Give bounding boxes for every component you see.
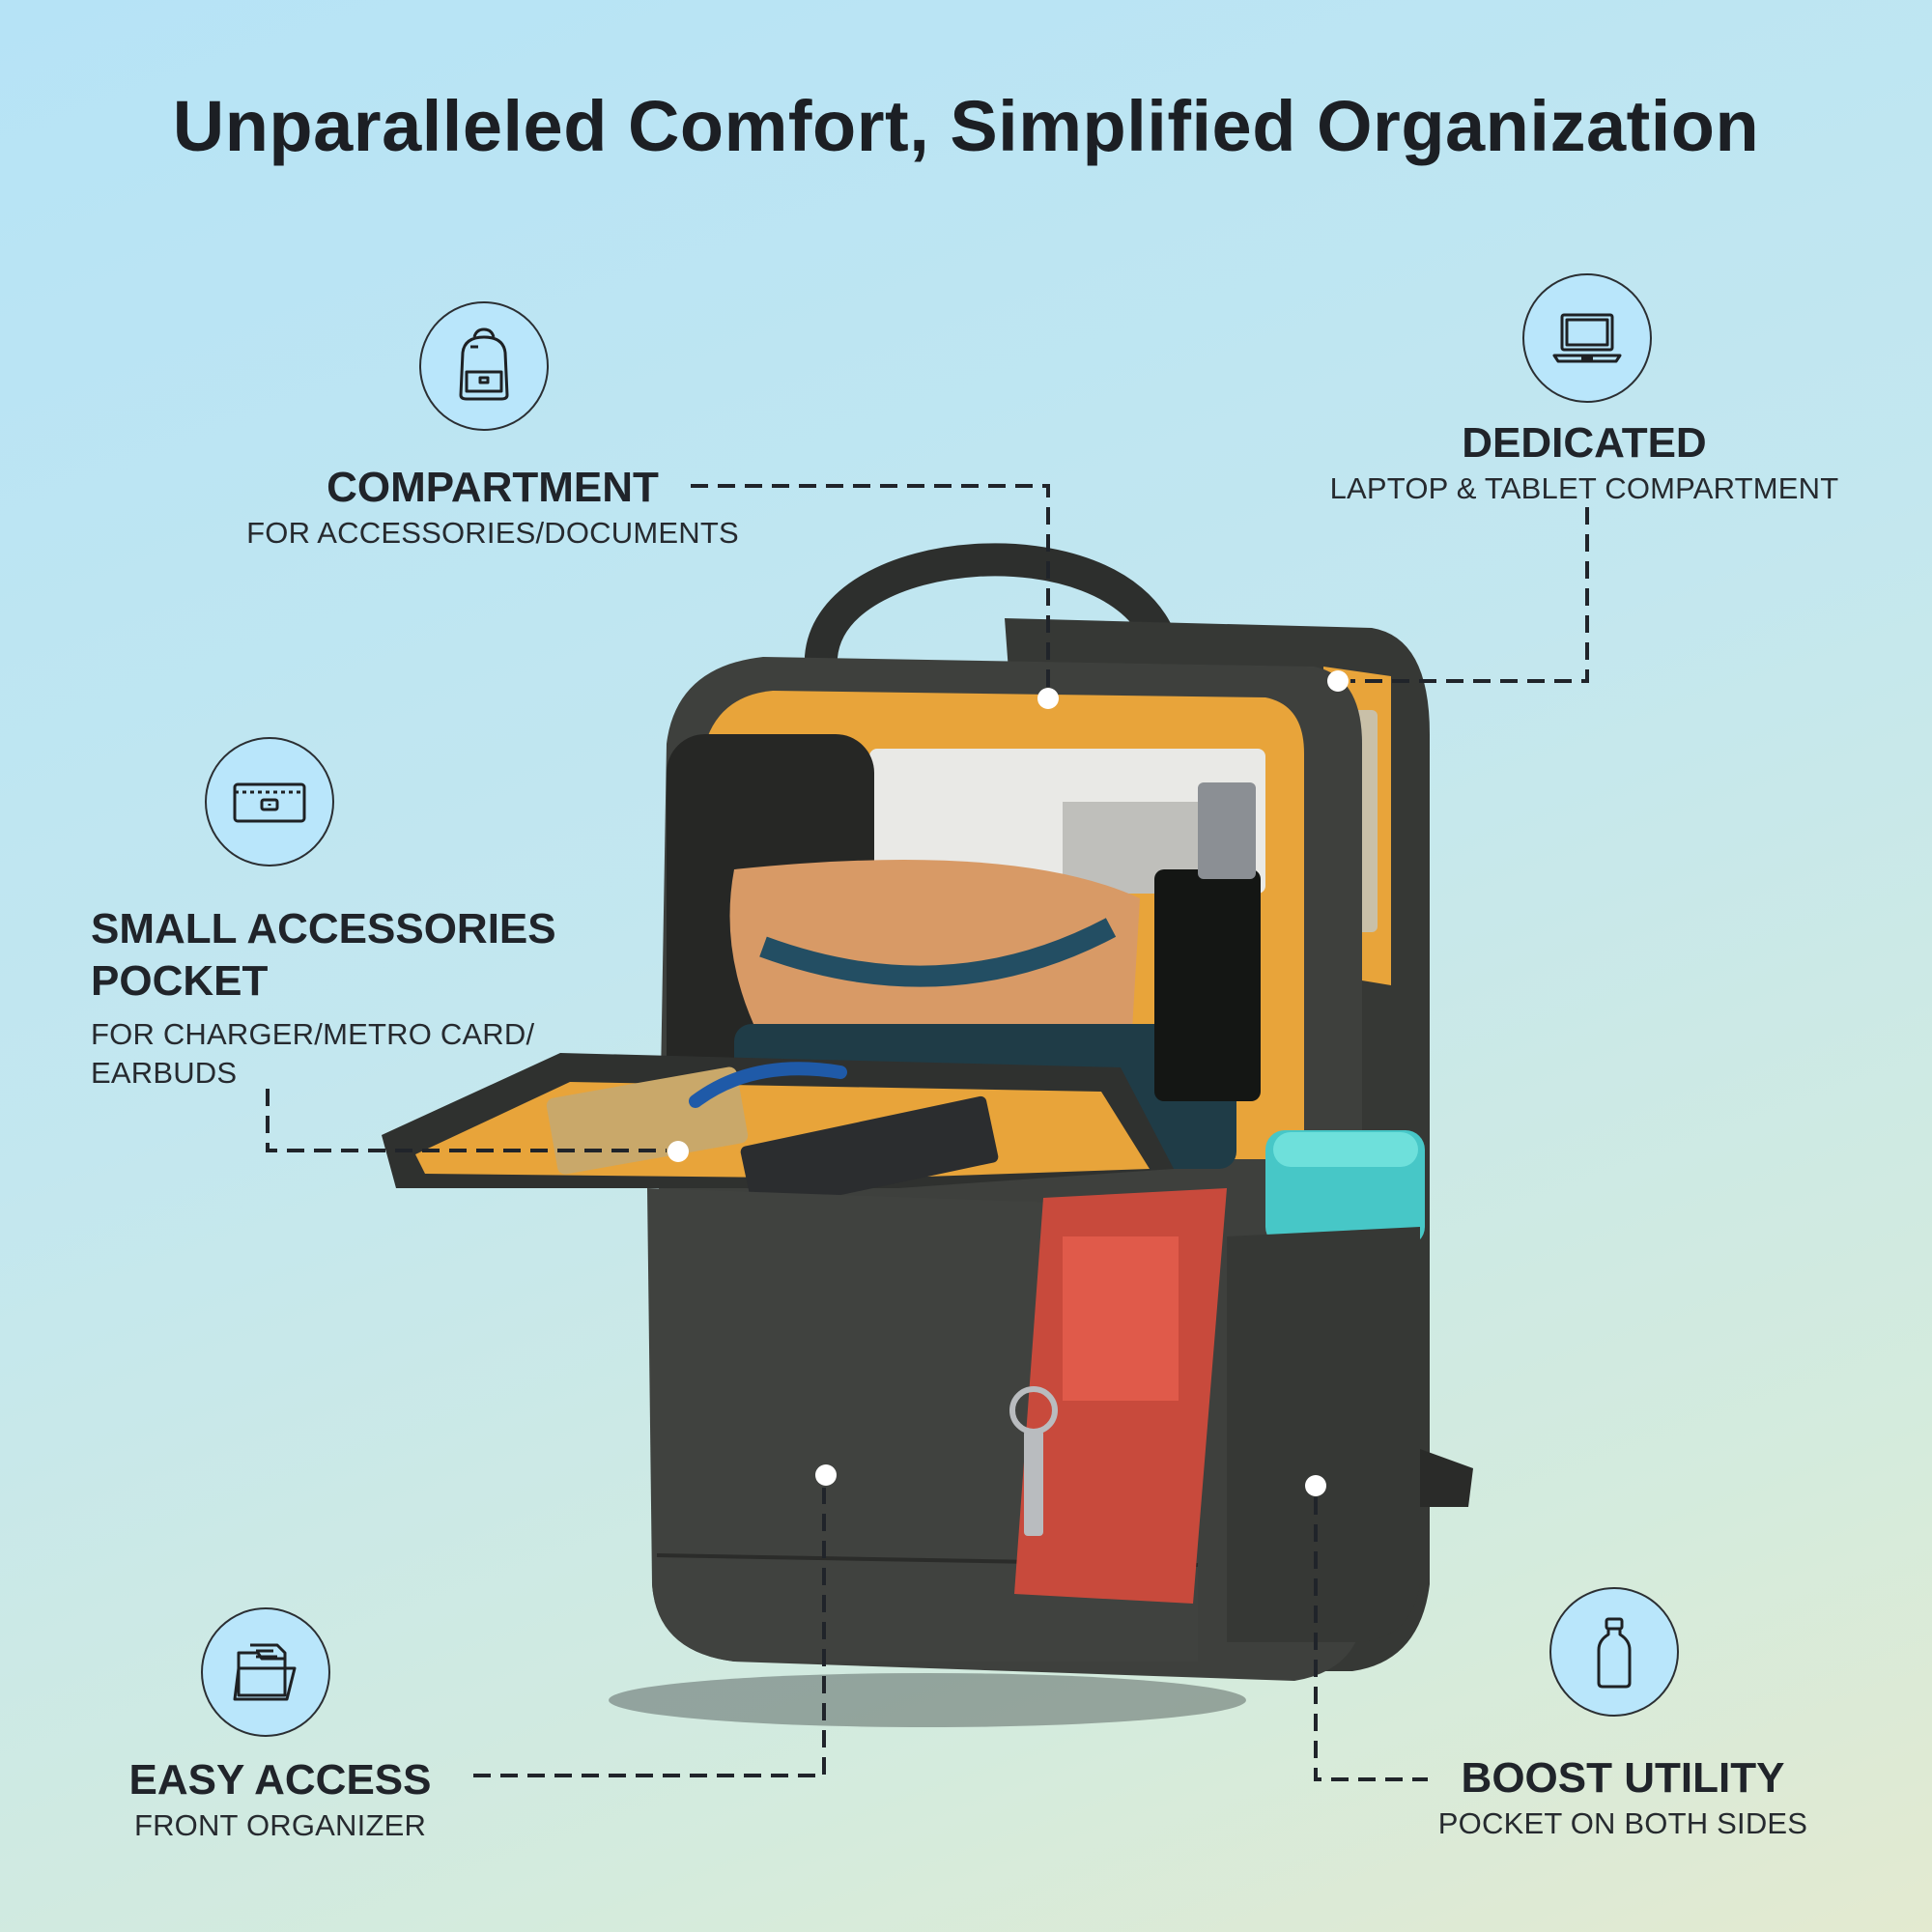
pouch-icon (233, 782, 306, 823)
dedicated-icon-badge (1522, 273, 1652, 403)
small-pocket-heading-line1: SMALL ACCESSORIES (91, 905, 556, 952)
boost-utility-subtitle: POCKET ON BOTH SIDES (1437, 1806, 1808, 1840)
easy-access-heading: EASY ACCESS (128, 1756, 432, 1804)
feature-boost-utility: BOOST UTILITY POCKET ON BOTH SIDES (1401, 1752, 1845, 1843)
boost-utility-heading: BOOST UTILITY (1461, 1754, 1785, 1802)
feature-compartment: COMPARTMENT FOR ACCESSORIES/DOCUMENTS (222, 462, 763, 553)
side-pocket (1227, 1227, 1420, 1642)
laptop-icon (1552, 313, 1622, 363)
small-pocket-icon-badge (205, 737, 334, 867)
marker-dot-small-pocket (668, 1141, 689, 1162)
easy-access-subtitle: FRONT ORGANIZER (133, 1808, 427, 1842)
notebook (740, 1095, 999, 1213)
shoulder-strap (1420, 1449, 1473, 1507)
feature-easy-access: EASY ACCESS FRONT ORGANIZER (106, 1754, 454, 1845)
dedicated-subtitle: LAPTOP & TABLET COMPARTMENT (1329, 471, 1839, 505)
small-pocket-heading-line2: POCKET (91, 957, 269, 1005)
marker-dot-easy-access (815, 1464, 837, 1486)
bottle-icon (1597, 1617, 1632, 1689)
small-pocket-subtitle-line2: EARBUDS (91, 1056, 238, 1090)
compartment-heading: COMPARTMENT (327, 464, 659, 511)
boost-utility-icon-badge (1549, 1587, 1679, 1717)
dedicated-heading: DEDICATED (1462, 419, 1707, 467)
easy-access-icon-badge (201, 1607, 330, 1737)
backpack-icon (459, 327, 509, 401)
compartment-icon-badge (419, 301, 549, 431)
sunglasses (689, 1062, 847, 1108)
feature-small-accessories-pocket: SMALL ACCESSORIES POCKET FOR CHARGER/MET… (91, 903, 632, 1093)
bag-shadow (609, 1673, 1246, 1727)
marker-dot-compartment (1037, 688, 1059, 709)
compartment-subtitle: FOR ACCESSORIES/DOCUMENTS (246, 516, 739, 550)
marker-dot-boost-utility (1305, 1475, 1326, 1496)
marker-dot-dedicated (1327, 670, 1349, 692)
folder-icon (233, 1643, 297, 1701)
feature-dedicated: DEDICATED LAPTOP & TABLET COMPARTMENT (1294, 417, 1874, 508)
perfume-bottle (1154, 869, 1261, 1101)
page-title: Unparalleled Comfort, Simplified Organiz… (172, 86, 1760, 166)
small-pocket-subtitle-line1: FOR CHARGER/METRO CARD/ (91, 1017, 535, 1051)
